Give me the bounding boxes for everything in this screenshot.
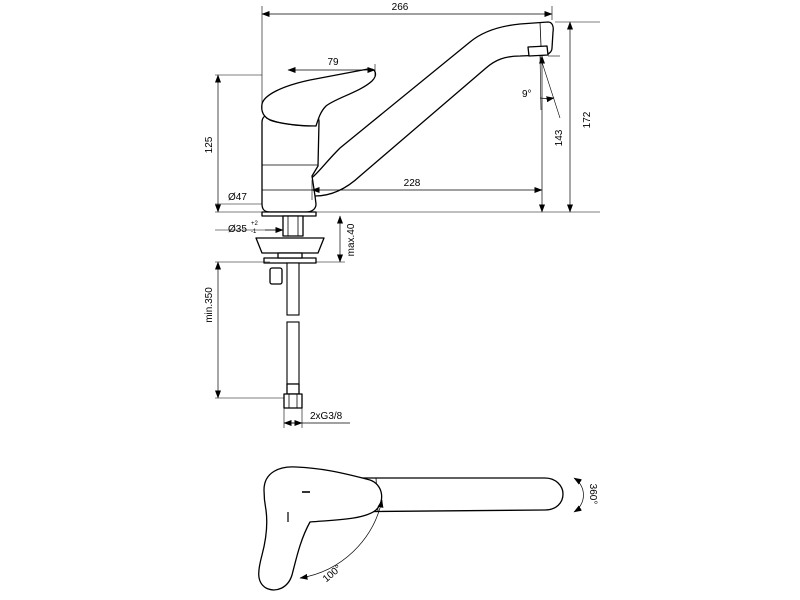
hose-fitting-left [269, 267, 283, 285]
dim-body-height: 125 [204, 136, 215, 153]
dimensions: 266 79 9° 125 143 172 228 Ø47 Ø35 +2 [204, 2, 600, 428]
dim-connection: 2xG3/8 [310, 411, 343, 422]
dim-spout-angle: 9° [522, 89, 532, 100]
dim-overall-height: 172 [582, 111, 593, 128]
hose-end-ferrule [286, 383, 300, 395]
spout-aerator [527, 45, 549, 57]
top-view: 100° 360° [258, 466, 598, 591]
top-rotation-arc-lever [299, 499, 384, 580]
hose-upper [286, 262, 300, 316]
mixer-body [261, 112, 320, 213]
dim-hose-length: min.350 [204, 287, 215, 323]
dim-overall-width: 266 [392, 2, 409, 13]
lever-handle [261, 68, 377, 127]
top-lever [258, 466, 383, 591]
dim-lever-length: 79 [327, 57, 339, 68]
dim-spout-height: 143 [554, 129, 565, 146]
hose-end-nut [283, 393, 303, 409]
nut-top [277, 252, 303, 259]
dim-hole-tol-upper: +2 [251, 221, 259, 227]
mount-stud [282, 215, 304, 237]
mount-nut [263, 257, 317, 264]
dim-lever-rotation: 100° [321, 563, 344, 585]
dim-spout-reach: 228 [404, 178, 421, 189]
top-rotation-arc-spout [573, 477, 584, 513]
spout [304, 21, 554, 197]
mount-washer [255, 237, 325, 254]
hose-lower [286, 321, 300, 385]
dim-hole-diameter: Ø35 [228, 224, 247, 235]
lever-cartridge [265, 117, 317, 127]
spout-tip-line [539, 21, 542, 47]
side-view [215, 21, 600, 409]
dim-max-thickness: max.40 [346, 223, 357, 256]
dim-spout-rotation: 360° [587, 484, 598, 505]
dim-body-diameter: Ø47 [228, 192, 247, 203]
dim-hole-tol-lower: -1 [251, 229, 257, 235]
